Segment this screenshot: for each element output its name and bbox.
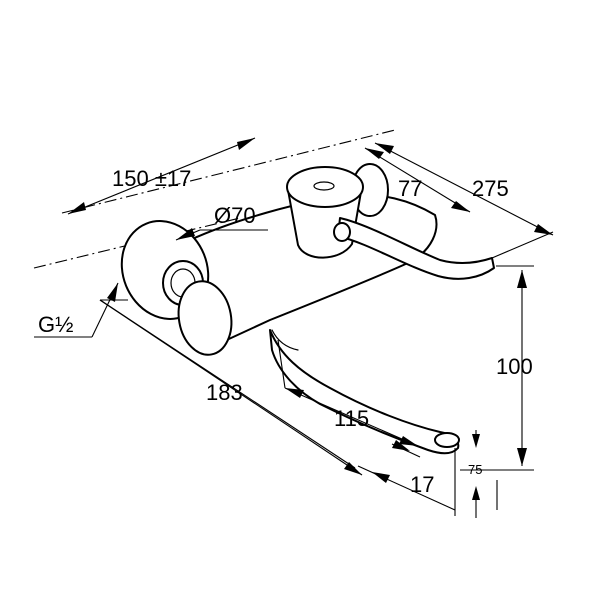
dim-150-arrow-right: [237, 138, 255, 150]
dim-70-arrow: [176, 228, 195, 240]
dim-70: [175, 228, 268, 241]
ext-115-start: [277, 339, 286, 389]
ext-275-end: [491, 231, 554, 259]
dim-115-arrow-b: [399, 436, 418, 446]
dim-100: [517, 270, 527, 466]
label-outlet-height: 75: [468, 462, 482, 477]
label-lever-offset: 77: [398, 176, 422, 201]
dim-70-leader-tail: [175, 229, 201, 241]
label-connection-thread: G½: [38, 312, 73, 337]
dim-17-arrow-a: [372, 472, 390, 483]
dim-183: [99, 299, 363, 476]
label-lever-length: 275: [472, 176, 509, 201]
dim-17-upper: [391, 443, 421, 458]
dim-17-arrow-b: [392, 440, 410, 451]
dim-150-line: [67, 137, 256, 215]
dim-77-arrow-b: [451, 201, 470, 212]
dim-g: [34, 282, 119, 338]
dim-150: [67, 137, 256, 215]
label-spout-length: 115: [334, 406, 369, 431]
mixer-top-mark: [313, 181, 335, 191]
dim-115: [284, 387, 419, 447]
spout-outlet: [434, 432, 460, 448]
dim-77: [364, 147, 471, 213]
lever-pivot: [333, 222, 351, 242]
dim-17: [357, 440, 456, 511]
label-overall-length: 183: [206, 380, 243, 405]
dim-275-arrow-a: [375, 143, 394, 154]
dim-183-arrow: [344, 462, 362, 475]
label-height: 100: [496, 354, 533, 379]
dim-275-arrow-b: [534, 224, 553, 235]
faucet-body: [120, 163, 495, 455]
dim-275: [374, 142, 554, 236]
dim-183-line: [99, 299, 363, 476]
dim-17-line: [357, 465, 456, 511]
dim-77-line: [364, 147, 471, 213]
dim-77-arrow-a: [365, 148, 384, 159]
label-install-distance: 150 ±17: [112, 166, 191, 191]
dim-75: [462, 430, 505, 518]
dim-100-arrow-bottom: [517, 448, 527, 466]
left-end-cap: [177, 280, 233, 356]
dim-275-line: [374, 142, 554, 236]
label-spout-offset: 17: [410, 472, 434, 497]
dim-150-arrow-left: [68, 202, 86, 214]
dim-115-line: [284, 387, 419, 447]
mixer-top: [286, 166, 364, 208]
dim-115-arrow-a: [285, 388, 304, 398]
label-flange-diameter: Ø70: [214, 203, 256, 228]
dim-75-arrow-bottom: [472, 486, 480, 500]
dim-g-arrow: [107, 283, 118, 302]
centerline-upper: [61, 129, 396, 214]
lever-handle: [337, 217, 495, 280]
spout-joint: [271, 329, 299, 351]
dim-75-arrow-top: [472, 434, 480, 448]
dim-100-arrow-top: [517, 270, 527, 288]
